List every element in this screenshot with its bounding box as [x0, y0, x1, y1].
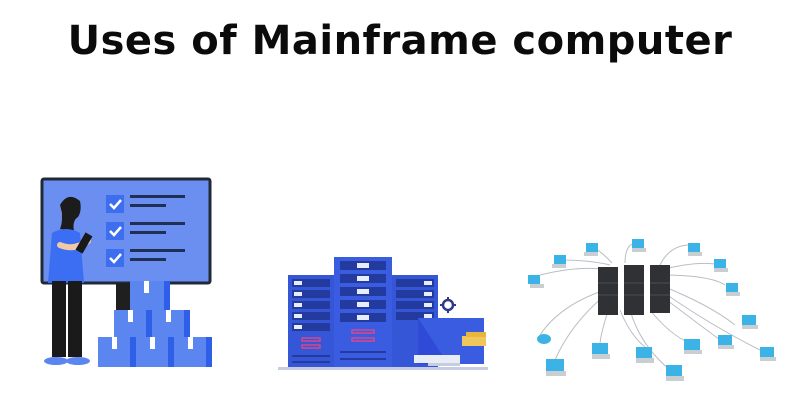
checklist — [106, 195, 185, 267]
page-title: Uses of Mainframe computer — [67, 18, 733, 64]
stacked-boxes — [98, 281, 212, 367]
network-illustration — [520, 235, 790, 385]
mouse-icon — [537, 334, 551, 344]
presentation-illustration — [30, 175, 230, 375]
server-racks-with-laptop-icon — [278, 257, 488, 370]
mainframe-network-icon — [528, 239, 776, 381]
laptops — [528, 239, 776, 381]
woman-figure — [44, 196, 93, 365]
woman-presenting-checklist-icon — [40, 177, 212, 367]
server-towers — [598, 265, 670, 315]
gear-icon — [440, 297, 456, 313]
server-racks-illustration — [278, 255, 493, 375]
